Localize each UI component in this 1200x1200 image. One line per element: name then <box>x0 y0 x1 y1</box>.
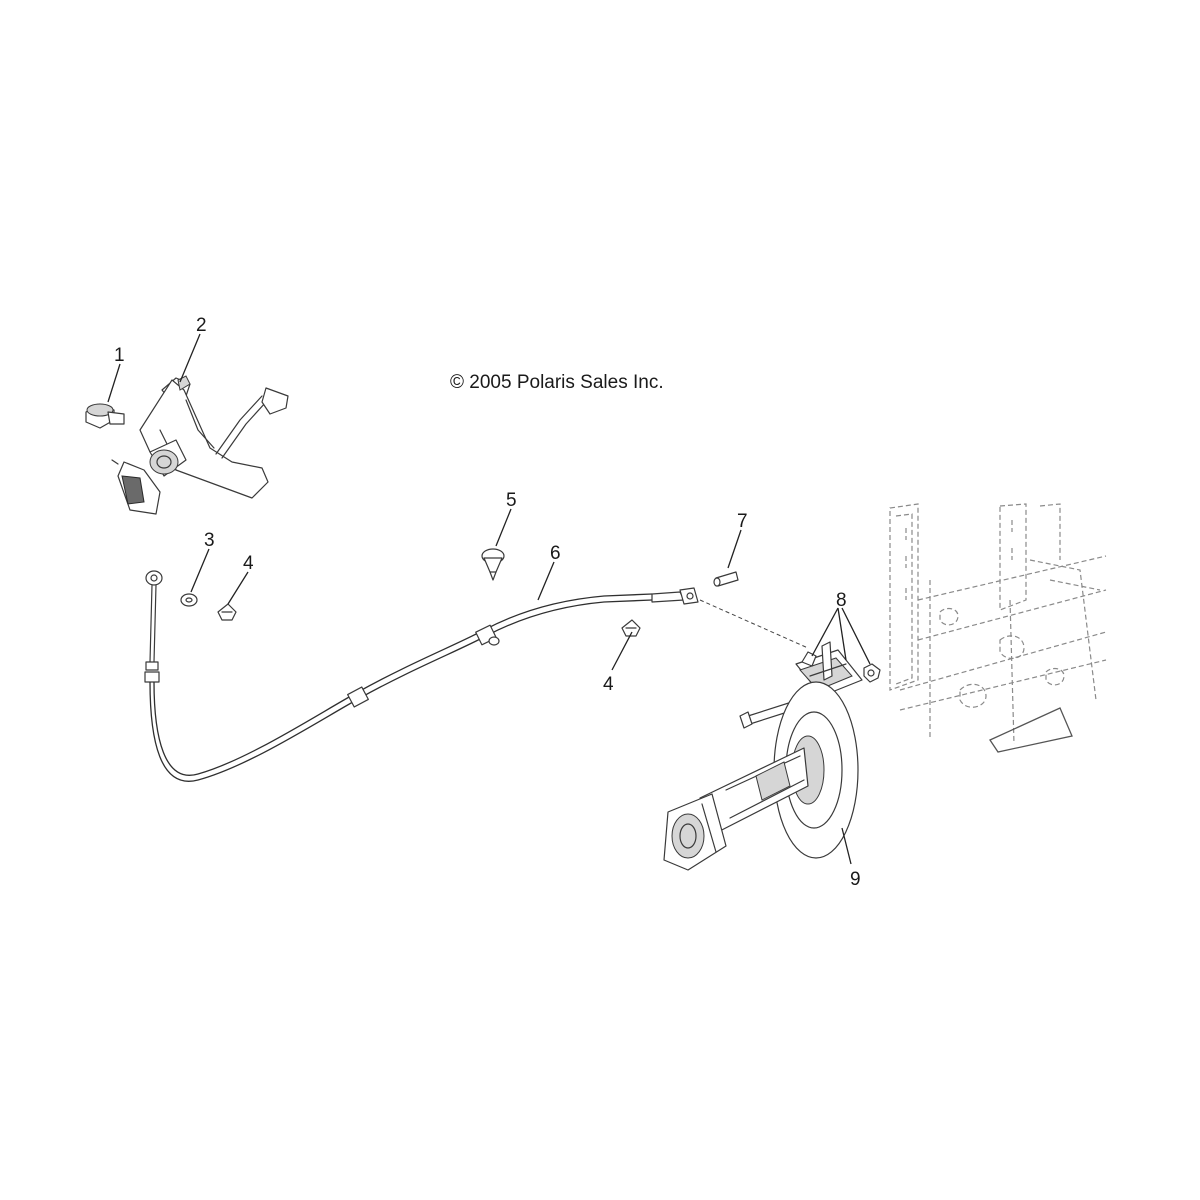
copyright-text: © 2005 Polaris Sales Inc. <box>450 372 664 393</box>
callout-4-right: 4 <box>603 674 614 695</box>
callout-9: 9 <box>850 869 861 890</box>
vehicle-frame <box>889 503 1107 753</box>
callout-2: 2 <box>196 315 207 336</box>
part-7-pin <box>713 571 739 587</box>
callout-leaders <box>107 333 871 865</box>
callout-1: 1 <box>114 345 125 366</box>
callout-3: 3 <box>204 530 215 551</box>
callout-5: 5 <box>506 490 517 511</box>
part-5-push-rivet <box>481 548 505 581</box>
part-6-brake-cable <box>144 570 699 782</box>
part-9-brake-disc <box>663 681 859 871</box>
assembly-line <box>699 599 809 649</box>
part-4-clip-right <box>621 619 641 637</box>
callout-8: 8 <box>836 590 847 611</box>
callout-6: 6 <box>550 543 561 564</box>
part-3-washer <box>180 593 198 607</box>
callout-4-left: 4 <box>243 553 254 574</box>
callout-7: 7 <box>737 511 748 532</box>
part-1-bolt <box>85 403 125 429</box>
part-4-clip-left <box>217 603 237 621</box>
part-2-pedal-assembly <box>111 375 289 515</box>
